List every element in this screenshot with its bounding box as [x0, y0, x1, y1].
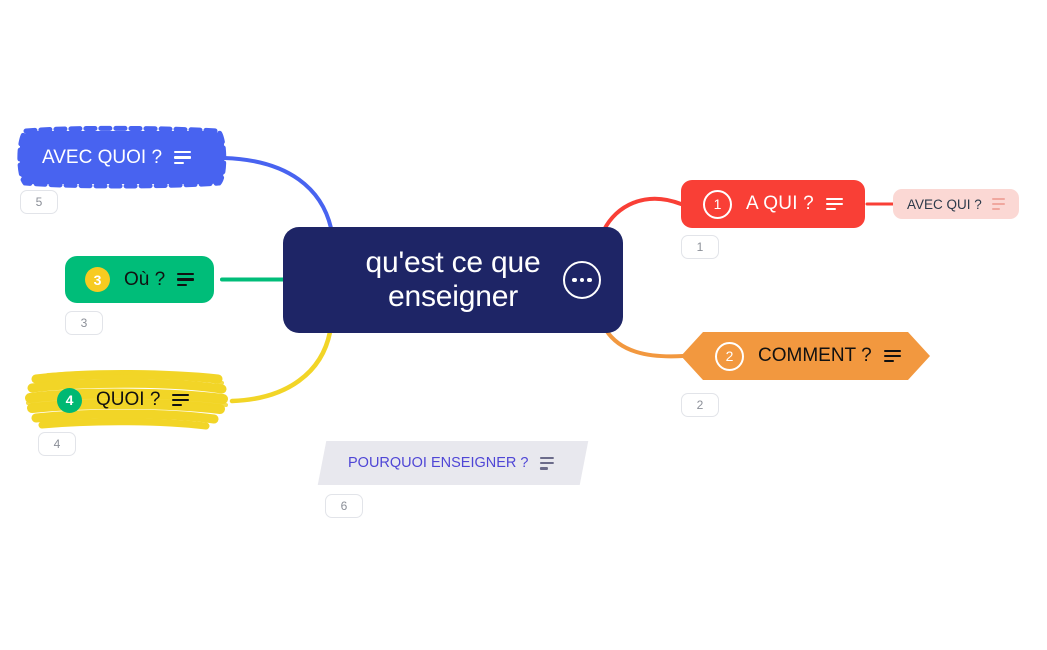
connector-comment — [604, 328, 685, 359]
hamburger-icon[interactable] — [991, 197, 1005, 211]
node-a-qui[interactable]: 1 A QUI ? — [681, 180, 865, 228]
central-node-line1: qu'est ce que — [365, 246, 541, 280]
index-pill-avec-quoi: 5 — [20, 190, 58, 214]
hamburger-icon[interactable] — [884, 350, 901, 363]
node-quoi-label: QUOI ? — [96, 389, 161, 410]
index-pill-a-qui: 1 — [681, 235, 719, 259]
node-comment-label: COMMENT ? — [758, 345, 872, 366]
central-node-line2: enseigner — [388, 280, 518, 313]
hamburger-icon[interactable] — [825, 197, 843, 211]
central-node[interactable]: qu'est ce que enseigner — [283, 227, 623, 333]
node-avec-quoi[interactable]: AVEC QUOI ? — [20, 131, 224, 184]
node-a-qui-number: 1 — [703, 189, 732, 219]
node-ou-label: Où ? — [124, 268, 166, 290]
hamburger-icon[interactable] — [540, 456, 555, 470]
hamburger-icon[interactable] — [177, 273, 195, 286]
node-ou-number: 3 — [85, 267, 110, 292]
connector-quoi — [229, 329, 333, 404]
node-pourquoi[interactable]: POURQUOI ENSEIGNER ? — [317, 441, 589, 485]
node-ou[interactable]: 3 Où ? — [65, 256, 215, 303]
node-avec-qui-label: AVEC QUI ? — [907, 196, 982, 212]
index-pill-pourquoi: 6 — [325, 494, 363, 518]
hamburger-icon[interactable] — [172, 393, 190, 407]
node-avec-quoi-label: AVEC QUOI ? — [42, 146, 163, 168]
node-a-qui-label: A QUI ? — [746, 193, 814, 214]
connector-avec-quoi — [222, 156, 333, 230]
central-node-label: qu'est ce que enseigner — [366, 246, 541, 313]
index-pill-ou: 3 — [65, 311, 103, 335]
index-pill-comment: 2 — [681, 393, 719, 417]
index-pill-quoi: 4 — [38, 432, 76, 456]
node-quoi-number: 4 — [57, 387, 82, 413]
hamburger-icon[interactable] — [174, 151, 192, 164]
node-pourquoi-label: POURQUOI ENSEIGNER ? — [348, 455, 529, 471]
node-comment[interactable]: 2 COMMENT ? — [681, 332, 930, 380]
node-comment-number: 2 — [715, 342, 744, 371]
ellipsis-icon[interactable] — [563, 261, 601, 299]
node-avec-qui[interactable]: AVEC QUI ? — [893, 189, 1019, 219]
node-quoi[interactable]: 4 QUOI ? — [33, 377, 213, 423]
connector-a-qui — [602, 196, 683, 232]
